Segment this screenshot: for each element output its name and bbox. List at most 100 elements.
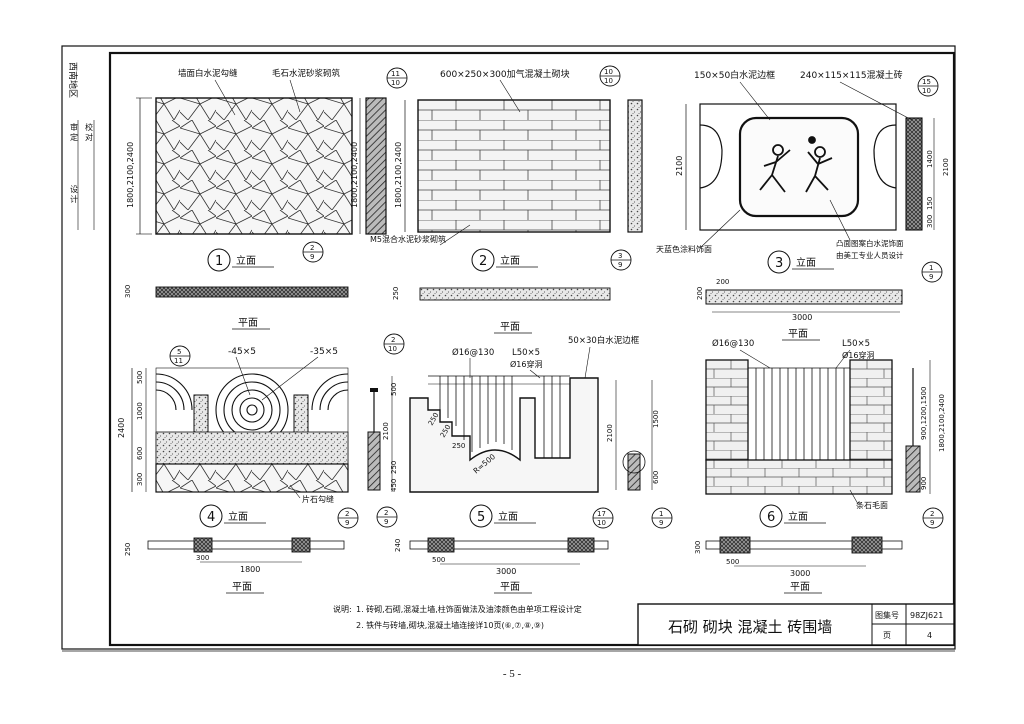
svg-text:10: 10 — [597, 519, 606, 527]
svg-text:10: 10 — [391, 79, 400, 87]
p5-plan-dim-w: 240 — [394, 539, 402, 552]
p1-number: 1 — [215, 254, 223, 269]
panel-4-elevation: 2400 500 1000 600 300 5 11 -45×5 -35×5 片… — [117, 345, 359, 594]
note-1: 1. 砖砌,石砌,混凝土墙,柱饰面做法及油漆颜色由单项工程设计定 — [356, 604, 582, 614]
p1-height-dim: 1800,2100,2400 — [126, 142, 135, 208]
p5-label-rod: Ø16@130 — [452, 347, 494, 358]
p6-stone-base — [705, 459, 893, 495]
p5-right-total: 2100 — [606, 424, 614, 442]
p4-plan — [147, 540, 345, 550]
svg-text:10: 10 — [388, 345, 397, 353]
block-wall-elevation — [417, 99, 611, 233]
panel-1-elevation: 1800,2100,2400 1800,2100,2400 墙面白水泥勾缝 毛石… — [124, 67, 408, 330]
wall-section-2 — [627, 99, 643, 233]
p6-height-pier: 900,1200,1500 — [920, 387, 928, 440]
p2-height-dim: 1800,2100,2400 — [394, 142, 403, 208]
p3-relief-label-1: 凸面图案白水泥饰面 — [836, 238, 904, 248]
p5-dim-600: 600 — [652, 471, 660, 484]
page-value: 4 — [927, 631, 932, 640]
p5-section — [367, 431, 381, 491]
p3-height-total: 2100 — [942, 158, 950, 176]
p2-plan-dim: 250 — [392, 287, 400, 300]
p1-number-circle — [207, 248, 231, 272]
rubble-wall-elevation — [155, 97, 353, 235]
p6-label-rod: Ø16@130 — [712, 338, 754, 349]
svg-text:5: 5 — [177, 348, 181, 356]
p3-plan-dim-l: 3000 — [792, 313, 812, 322]
svg-text:9: 9 — [310, 253, 314, 261]
p6-plan-dim-span: 3000 — [790, 569, 810, 578]
p2-label-block: 600×250×300加气混凝土砌块 — [440, 68, 570, 80]
p3-plan-dim-w: 200 — [716, 278, 729, 286]
p4-height-total: 2400 — [117, 418, 126, 438]
p5-label-angle: L50×5 — [512, 348, 540, 358]
svg-text:17: 17 — [597, 510, 606, 518]
svg-text:10: 10 — [922, 87, 931, 95]
svg-text:2: 2 — [310, 244, 314, 252]
p5-railing — [428, 375, 570, 458]
p1-plan-title: 平面 — [238, 318, 258, 329]
p4-height-300: 300 — [136, 473, 144, 486]
svg-text:11: 11 — [391, 70, 400, 78]
svg-text:10: 10 — [604, 77, 613, 85]
p5-number-circle — [469, 504, 493, 528]
p3-height-left: 2100 — [675, 156, 684, 176]
note-2: 2. 铁件与砖墙,砌块,混凝土墙连接详10页(⑥,⑦,⑧,⑨) — [356, 620, 544, 630]
svg-text:9: 9 — [930, 519, 934, 527]
p3-title: 立面 — [796, 256, 816, 269]
p6-number: 6 — [767, 510, 775, 525]
svg-text:1: 1 — [929, 264, 933, 272]
svg-text:3: 3 — [618, 252, 622, 260]
p5-number: 5 — [477, 510, 485, 525]
side-strip: 西南地区 审 定 校 对 设 计 — [67, 62, 95, 230]
p5-height-2100: 2100 — [382, 422, 390, 440]
p1-plan — [155, 286, 349, 298]
svg-text:10: 10 — [604, 68, 613, 76]
svg-text:2: 2 — [391, 336, 395, 344]
inner-frame — [108, 51, 956, 647]
p3-height-right-3: 300 — [926, 215, 934, 228]
panel-5-elevation: 500 2100 250 450 250 250 250 R=500 2 10 … — [367, 333, 673, 594]
svg-text:9: 9 — [345, 519, 349, 527]
p3-plan-dim-h: 200 — [696, 287, 704, 300]
side-col2-a: 校 — [85, 122, 93, 132]
panel-3-elevation: 2100 1400 150 300 2100 150×50白水泥边框 240×1… — [656, 69, 950, 341]
p1-section-height-dim: 1800,2100,2400 — [350, 142, 359, 208]
p3-height-right-2: 150 — [926, 197, 934, 210]
p4-arc-label-1: -45×5 — [228, 347, 256, 357]
p3-relief-label-2: 由美工专业人员设计 — [836, 250, 904, 260]
p4-arc-label-2: -35×5 — [310, 347, 338, 357]
p6-label-hole: Ø16穿洞 — [842, 350, 874, 360]
p6-plan — [705, 540, 903, 550]
p4-plan-dim-span: 1800 — [240, 565, 260, 574]
p2-mortar-label: M5混合水泥砂浆砌筑 — [370, 234, 446, 244]
p5-height-500: 500 — [390, 383, 398, 396]
p2-title: 立面 — [500, 254, 520, 267]
p3-plan — [705, 289, 903, 305]
notes-heading: 说明: — [333, 604, 352, 614]
p6-plan-dim-pier: 500 — [726, 558, 739, 566]
p6-railing — [748, 367, 850, 460]
p5-step-3: 250 — [452, 442, 465, 450]
notes: 说明: 1. 砖砌,石砌,混凝土墙,柱饰面做法及油漆颜色由单项工程设计定 2. … — [333, 604, 582, 630]
p5-plan-dim-span: 3000 — [496, 567, 516, 576]
p5-title: 立面 — [498, 510, 518, 523]
p4-plan-title: 平面 — [232, 582, 252, 593]
p4-title: 立面 — [228, 510, 248, 523]
svg-text:1: 1 — [659, 510, 663, 518]
p2-number-circle — [471, 248, 495, 272]
side-col3-a: 设 — [70, 184, 78, 194]
p3-label-brick: 240×115×115混凝土砖 — [800, 69, 903, 81]
title-block: 石砌 砌块 混凝土 砖围墙 图集号 98ZJ621 页 4 — [637, 603, 955, 646]
p6-plan-dim-w: 300 — [694, 541, 702, 554]
p4-number-circle — [199, 504, 223, 528]
p4-plan-dim-w: 250 — [124, 543, 132, 556]
p6-height-base: 900 — [920, 477, 928, 490]
side-col1-b: 定 — [70, 132, 78, 142]
figures-relief — [759, 136, 833, 193]
p6-plan-title: 平面 — [790, 582, 810, 593]
p1-title: 立面 — [236, 254, 256, 267]
p1-label-rubble: 毛石水泥砂浆砌筑 — [272, 68, 341, 79]
panel-6-elevation: 900,1200,1500 1800,2100,2400 900 Ø16@130… — [694, 338, 946, 594]
